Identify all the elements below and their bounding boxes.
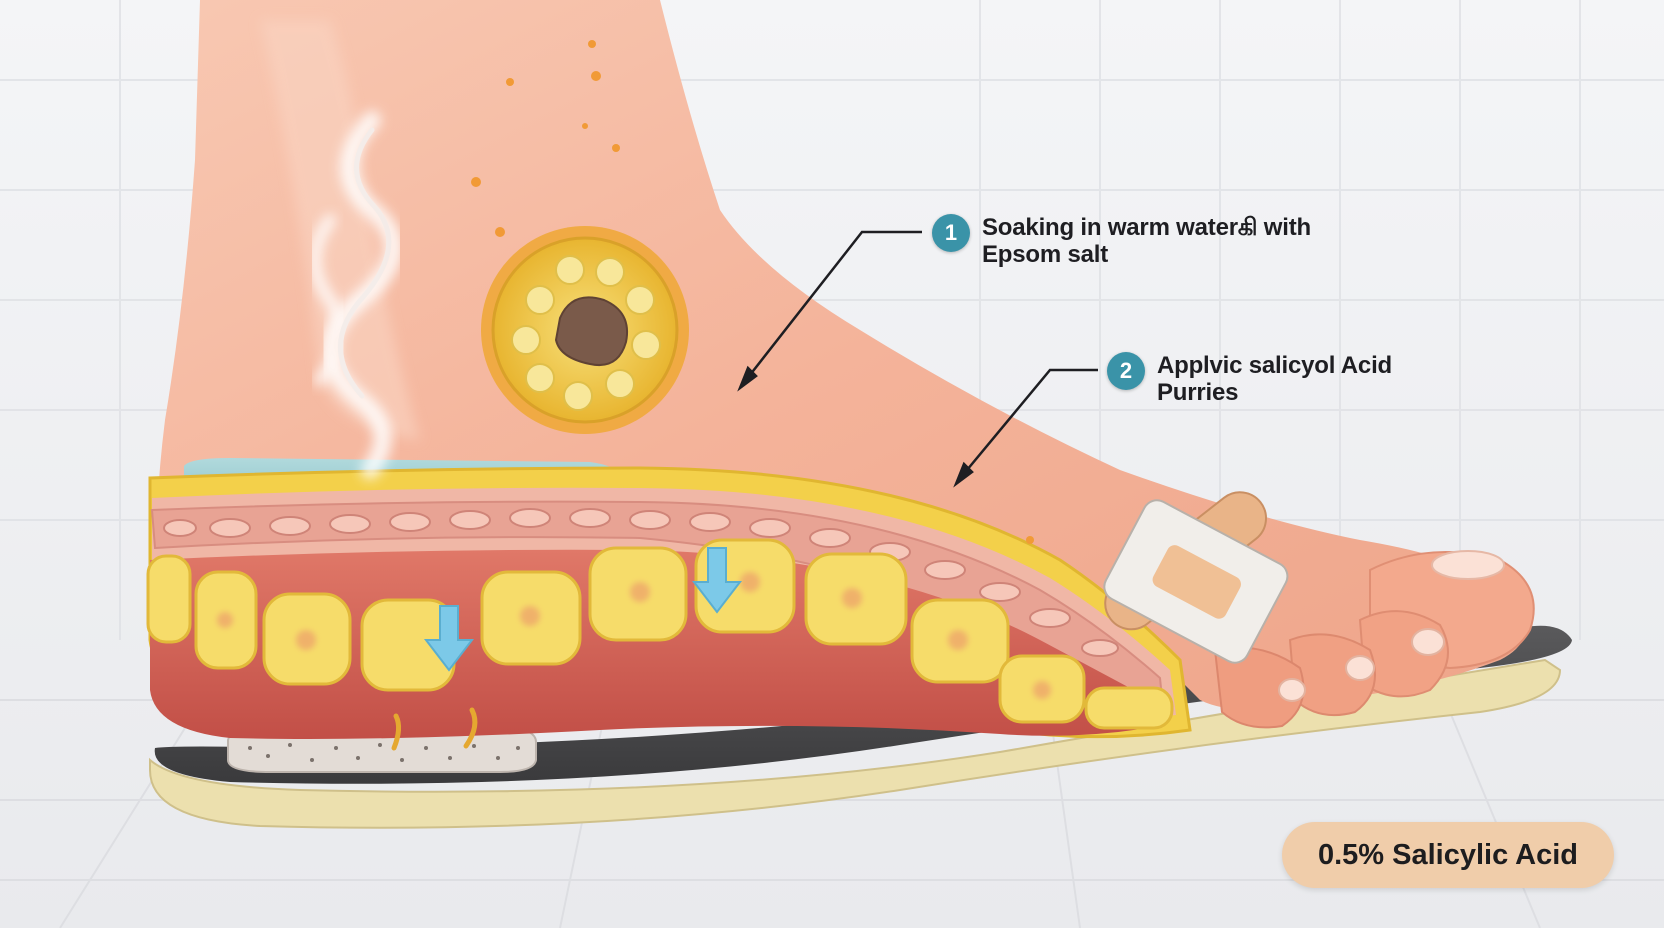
big-toe-nail	[1431, 550, 1505, 580]
toe-3	[1288, 633, 1376, 717]
callout-pointer-1	[737, 230, 922, 392]
step-2-badge: 2	[1107, 352, 1145, 390]
callout-salicylic-text: Applvic salicyol Acid Purries	[1157, 352, 1392, 406]
salicylic-acid-label: 0.5% Salicylic Acid	[1282, 822, 1614, 888]
callout-soaking-line-1: Soaking in warm waterகி with	[982, 214, 1311, 241]
toe-3-nail	[1345, 655, 1375, 681]
callout-salicylic: 2 Applvic salicyol Acid Purries	[1107, 352, 1392, 406]
callout-pointer-2	[953, 368, 1098, 488]
callout-soaking: 1 Soaking in warm waterகி with Epsom sal…	[932, 214, 1311, 268]
callout-salicylic-line-1: Applvic salicyol Acid	[1157, 352, 1392, 379]
down-arrow-icon	[691, 547, 743, 614]
corn-lesion	[481, 226, 689, 434]
heel-spikes	[391, 707, 478, 751]
bandage-icon	[1103, 499, 1289, 664]
down-arrow-icon	[423, 605, 475, 672]
fat-cell-nuclei	[217, 572, 1051, 699]
skin-highlight	[260, 20, 420, 440]
toe-4	[1213, 646, 1305, 729]
toes	[1213, 550, 1535, 729]
toe-4-nail	[1278, 678, 1306, 702]
insole-base	[149, 658, 1562, 829]
callout-salicylic-line-2: Purries	[1157, 379, 1239, 406]
callout-soaking-text: Soaking in warm waterகி with Epsom salt	[982, 214, 1311, 268]
callout-soaking-line-2: Epsom salt	[982, 241, 1109, 268]
corn-core	[554, 296, 628, 366]
step-1-badge: 1	[932, 214, 970, 252]
toe-2-nail	[1411, 628, 1445, 656]
heel-pad-texture	[248, 743, 520, 762]
steam-icon	[309, 111, 403, 479]
orange-dots	[471, 40, 1034, 544]
